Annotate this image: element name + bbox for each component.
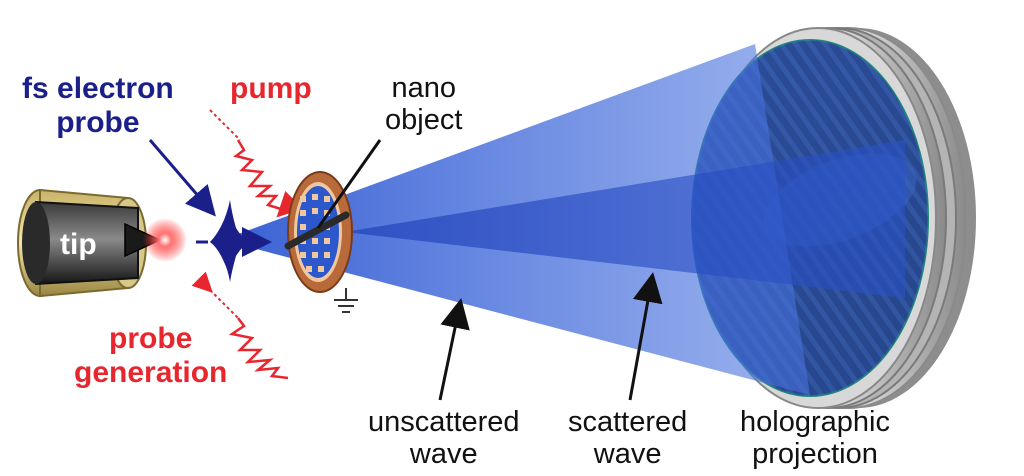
fs-electron-probe-label: fs electron probe: [22, 72, 174, 139]
scattered-wave-label: scattered wave: [568, 406, 687, 471]
probe-generation-pulse: [191, 271, 289, 380]
tip-label: tip: [60, 228, 97, 261]
scattered-wave-line-1: scattered: [568, 406, 688, 438]
fs-probe-pointer: [148, 139, 216, 217]
probe-generation-line-1: probe: [109, 322, 193, 355]
unscattered-wave-label: unscattered wave: [368, 406, 520, 471]
tip-assembly: [17, 188, 162, 298]
probe-generation-line-2: generation: [74, 355, 228, 389]
fs-electron-probe-line-2: probe: [56, 105, 140, 139]
probe-generation-label: probe generation: [74, 322, 227, 389]
nano-object-label: nano object: [385, 72, 462, 137]
electron-probe-pulse: [196, 200, 272, 282]
nano-object-pointer: [316, 139, 382, 229]
sample-holder: [284, 171, 358, 313]
scattered-wave-cone: [345, 140, 905, 298]
nano-object-line-1: nano: [391, 72, 456, 104]
holographic-projection-line-1: holographic: [740, 406, 890, 438]
pump-label: pump: [230, 72, 312, 105]
unscattered-wave-line-2: wave: [409, 438, 478, 471]
scattered-pointer: [628, 272, 663, 401]
holographic-projection-line-2: projection: [752, 438, 878, 471]
fs-electron-probe-line-1: fs electron: [22, 72, 174, 105]
pointer-lines: [148, 139, 663, 401]
pump-pulse: [209, 109, 303, 218]
unscattered-wave-line-1: unscattered: [368, 406, 520, 438]
holographic-projection-label: holographic projection: [740, 406, 890, 471]
nano-object-line-2: object: [385, 104, 463, 137]
emission-glow: [143, 218, 187, 262]
unscattered-pointer: [438, 298, 470, 401]
scattered-wave-line-2: wave: [593, 438, 662, 471]
